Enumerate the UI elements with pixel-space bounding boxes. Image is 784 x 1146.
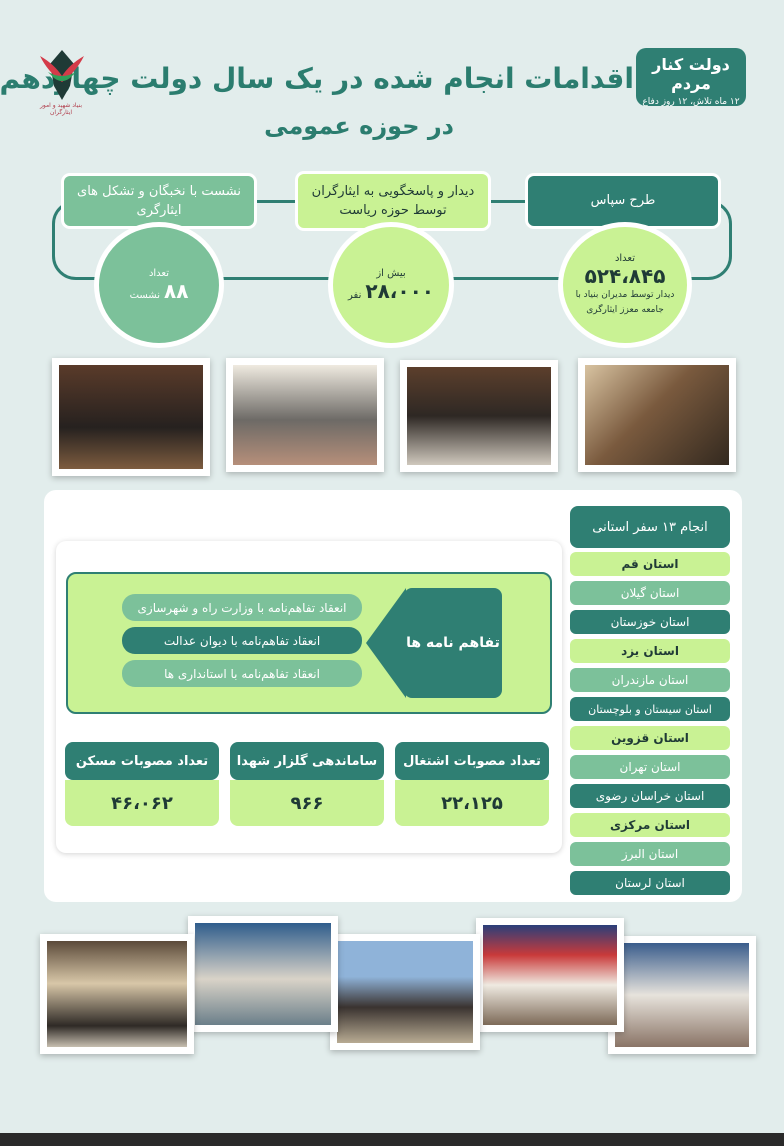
stat-value: ۲۲،۱۲۵	[395, 780, 549, 826]
stat-value: ۴۶،۰۶۲	[65, 780, 219, 826]
emblem-caption: بنیاد شهید و امور ایثارگران	[39, 102, 83, 117]
stat-value: ۹۶۶	[230, 780, 384, 826]
presidency-meetings-circle: بیش از ۲۸،۰۰۰ نفر	[328, 222, 454, 348]
photo-event-1	[608, 936, 756, 1054]
province-item: استان قزوین	[570, 726, 730, 750]
sepas-plan-label: طرح سپاس	[528, 176, 718, 226]
photo-event-4	[188, 916, 338, 1032]
elite-meetings-circle: تعداد ۸۸ نشست	[94, 222, 224, 348]
photo-meeting-1	[578, 358, 736, 472]
photo-meeting-4	[52, 358, 210, 476]
page-subtitle: در حوزه عمومی	[264, 112, 454, 140]
mou-item: انعقاد تفاهم‌نامه با دیوان عدالت	[122, 627, 362, 654]
province-item: استان تهران	[570, 755, 730, 779]
stat-housing: تعداد مصوبات مسکن ۴۶،۰۶۲	[65, 742, 219, 826]
photo-meeting-2	[400, 360, 558, 472]
province-item: استان مازندران	[570, 668, 730, 692]
campaign-badge: دولت کنار مردم ۱۲ ماه تلاش، ۱۲ روز دفاع	[636, 48, 746, 107]
elite-count-unit: نشست	[129, 289, 161, 301]
sepas-plan-circle: تعداد ۵۲۴،۸۴۵ دیدار توسط مدیران بنیاد با…	[558, 222, 692, 348]
sepas-description: دیدار توسط مدیران بنیاد با جامعه معزز ای…	[575, 290, 675, 315]
province-item: استان گیلان	[570, 581, 730, 605]
stat-label: تعداد مصوبات مسکن	[65, 742, 219, 780]
stat-employment: تعداد مصوبات اشتغال ۲۲،۱۲۵	[395, 742, 549, 826]
photo-event-5	[40, 934, 194, 1054]
badge-title: دولت کنار مردم	[652, 55, 730, 93]
province-item: استان خراسان رضوی	[570, 784, 730, 808]
elite-count-value: ۸۸	[164, 278, 189, 303]
provincial-trips-title: انجام ۱۳ سفر استانی	[570, 506, 730, 548]
mou-label: تفاهم نامه ها	[404, 588, 502, 698]
stat-label: ساماندهی گلزار شهدا	[230, 742, 384, 780]
stat-martyrs-cemetery: ساماندهی گلزار شهدا ۹۶۶	[230, 742, 384, 826]
presidency-count-value: ۲۸،۰۰۰	[365, 278, 434, 303]
province-item: استان خوزستان	[570, 610, 730, 634]
bottom-bar	[0, 1133, 784, 1146]
province-item: استان البرز	[570, 842, 730, 866]
presidency-meetings-label: دیدار و پاسخگویی به ایثارگران توسط حوزه …	[298, 174, 488, 228]
mou-item: انعقاد تفاهم‌نامه با استانداری ها	[122, 660, 362, 687]
photo-event-2	[476, 918, 624, 1032]
photo-meeting-3	[226, 358, 384, 472]
page-title: اقدامات انجام شده در یک سال دولت چهاردهم	[0, 62, 634, 95]
mou-item: انعقاد تفاهم‌نامه با وزارت راه و شهرسازی	[122, 594, 362, 621]
province-item: استان یزد	[570, 639, 730, 663]
presidency-count-unit: نفر	[348, 289, 362, 301]
badge-subtitle: ۱۲ ماه تلاش، ۱۲ روز دفاع	[642, 97, 740, 107]
mou-arrow-icon	[366, 588, 406, 698]
elite-meetings-label: نشست با نخبگان و تشکل های ایثارگری	[64, 176, 254, 226]
foundation-emblem-icon	[40, 50, 84, 100]
province-item: استان مرکزی	[570, 813, 730, 837]
stat-label: تعداد مصوبات اشتغال	[395, 742, 549, 780]
province-item: استان سیستان و بلوچستان	[570, 697, 730, 721]
elite-count-label: تعداد	[148, 267, 170, 279]
presidency-count-label: بیش از	[376, 267, 406, 279]
photo-event-3	[330, 934, 480, 1050]
province-item: استان لرستان	[570, 871, 730, 895]
sepas-count-value: ۵۲۴،۸۴۵	[584, 264, 666, 289]
province-item: استان قم	[570, 552, 730, 576]
sepas-count-label: تعداد	[614, 253, 636, 265]
